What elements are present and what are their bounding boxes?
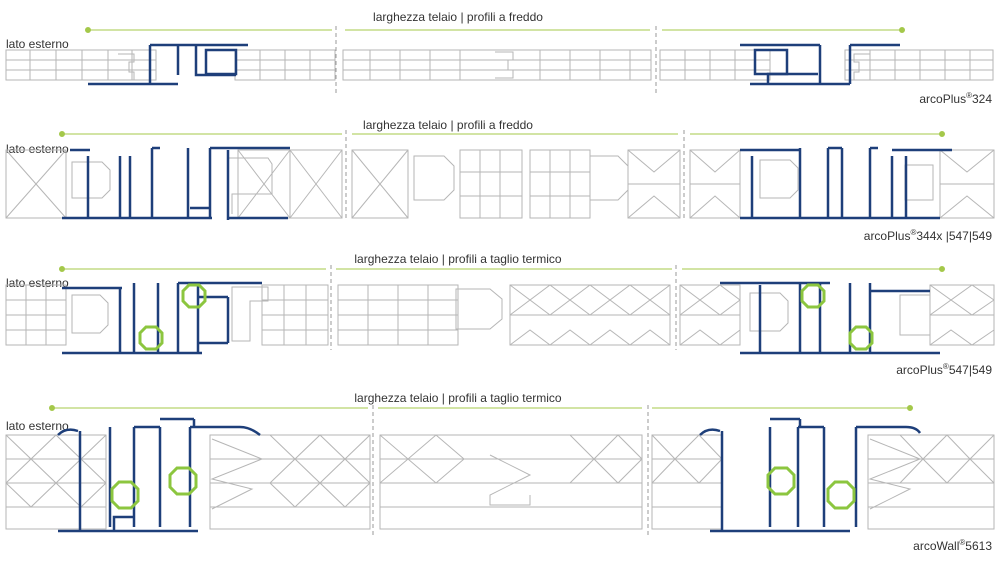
row-3-glazing-panels bbox=[5, 284, 995, 346]
row-2-product-label: arcoPlus®344x |547|549 bbox=[863, 228, 992, 243]
row-3-title: larghezza telaio | profili a taglio term… bbox=[354, 252, 562, 266]
row-3-side-label: lato esterno bbox=[6, 276, 69, 290]
row-2-glazing-panels bbox=[5, 149, 995, 219]
row-1-section-diagram bbox=[5, 26, 994, 95]
row-2-section-diagram bbox=[5, 130, 995, 220]
row-2-title: larghezza telaio | profili a freddo bbox=[363, 118, 533, 132]
row-2-dimension-line bbox=[59, 131, 945, 137]
row-2-side-label: lato esterno bbox=[6, 142, 69, 156]
row-2-break-markers bbox=[345, 130, 685, 220]
row-3-product-label: arcoPlus®547|549 bbox=[896, 362, 992, 377]
row-1-dimension-line bbox=[85, 27, 905, 33]
row-4-product-label: arcoWall®5613 bbox=[913, 538, 992, 553]
row-3-dimension-line bbox=[59, 266, 945, 272]
row-4-break-markers bbox=[372, 405, 649, 535]
row-1-side-label: lato esterno bbox=[6, 37, 69, 51]
row-1-frame-profiles bbox=[88, 43, 900, 86]
row-4-glazing-panels bbox=[5, 434, 995, 530]
row-4-frame-profiles bbox=[57, 417, 922, 533]
row-4-section-diagram bbox=[5, 405, 995, 535]
row-3-section-diagram bbox=[5, 265, 995, 355]
row-3-break-markers bbox=[330, 265, 677, 350]
row-1-break-markers bbox=[335, 26, 657, 95]
row-3-thermal-breaks bbox=[138, 283, 874, 351]
row-4-thermal-breaks bbox=[110, 466, 856, 510]
row-2-frame-profiles bbox=[62, 146, 952, 220]
row-4-side-label: lato esterno bbox=[6, 419, 69, 433]
row-1-product-label: arcoPlus®324 bbox=[919, 91, 992, 106]
row-4-dimension-line bbox=[49, 405, 913, 411]
row-4-title: larghezza telaio | profili a taglio term… bbox=[354, 391, 562, 405]
row-1-glazing-panels bbox=[5, 49, 994, 81]
row-1-title: larghezza telaio | profili a freddo bbox=[373, 10, 543, 24]
row-3-frame-profiles bbox=[62, 281, 940, 355]
